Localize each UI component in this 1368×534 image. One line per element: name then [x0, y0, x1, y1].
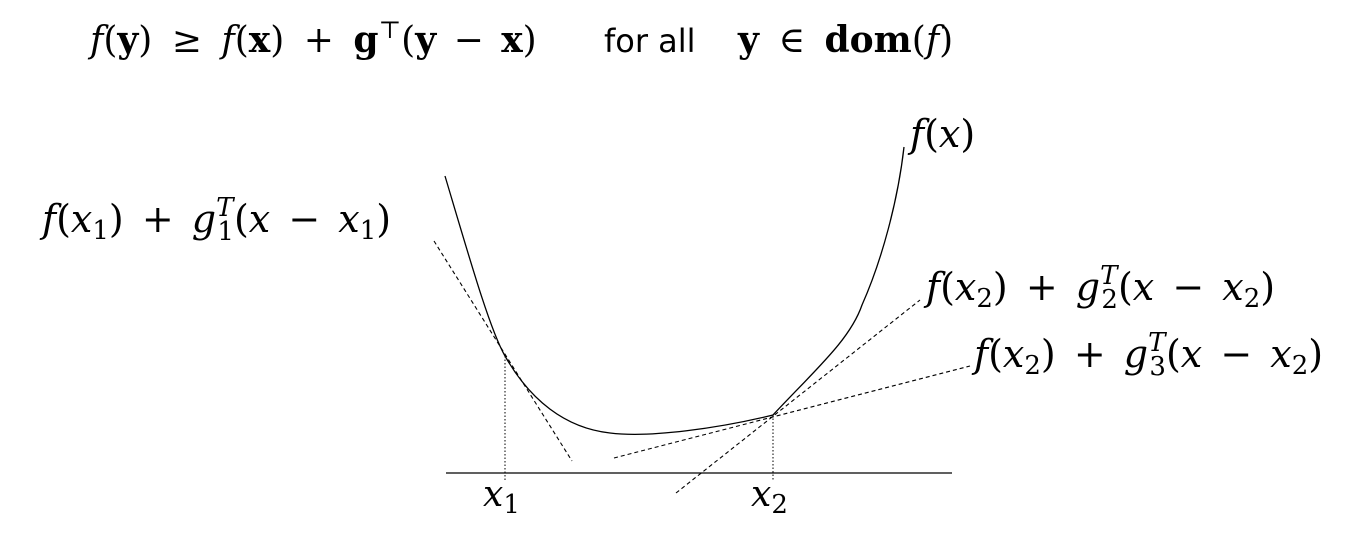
formula-rhs-arg: x — [249, 19, 271, 61]
formula-transpose: ⊤ — [379, 16, 402, 44]
formula-y2: y — [737, 19, 760, 61]
formula-in: ∈ — [778, 20, 805, 61]
axis-label-x2: x2 — [751, 474, 788, 520]
tangent-line-3 — [613, 365, 971, 459]
svg-text:f(y) ≥ f(x): f(y) ≥ f(x) + g⊤(y − x) — [87, 16, 537, 61]
function-curve — [444, 146, 905, 435]
formula-for-all: for all — [604, 22, 696, 60]
formula-x: x — [501, 19, 523, 61]
formula-plus: + — [304, 20, 334, 61]
svg-text:y ∈ dom(f): y ∈ dom(f) — [737, 19, 953, 61]
formula-lhs-arg: y — [116, 19, 139, 61]
tangent-line-1 — [433, 240, 573, 462]
formula-g: g — [353, 19, 378, 61]
formula-dom: dom — [824, 19, 911, 61]
curve-label: f(x) — [907, 112, 975, 156]
axis-label-x1: x1 — [483, 474, 520, 520]
formula-y: y — [414, 19, 437, 61]
formula-minus: − — [454, 20, 484, 61]
subgradient-inequality: f(y) ≥ f(x) + g⊤(y − x) for all y ∈ dom(… — [87, 16, 953, 61]
formula-ge: ≥ — [172, 20, 202, 61]
tangent-line-2 — [675, 299, 921, 494]
